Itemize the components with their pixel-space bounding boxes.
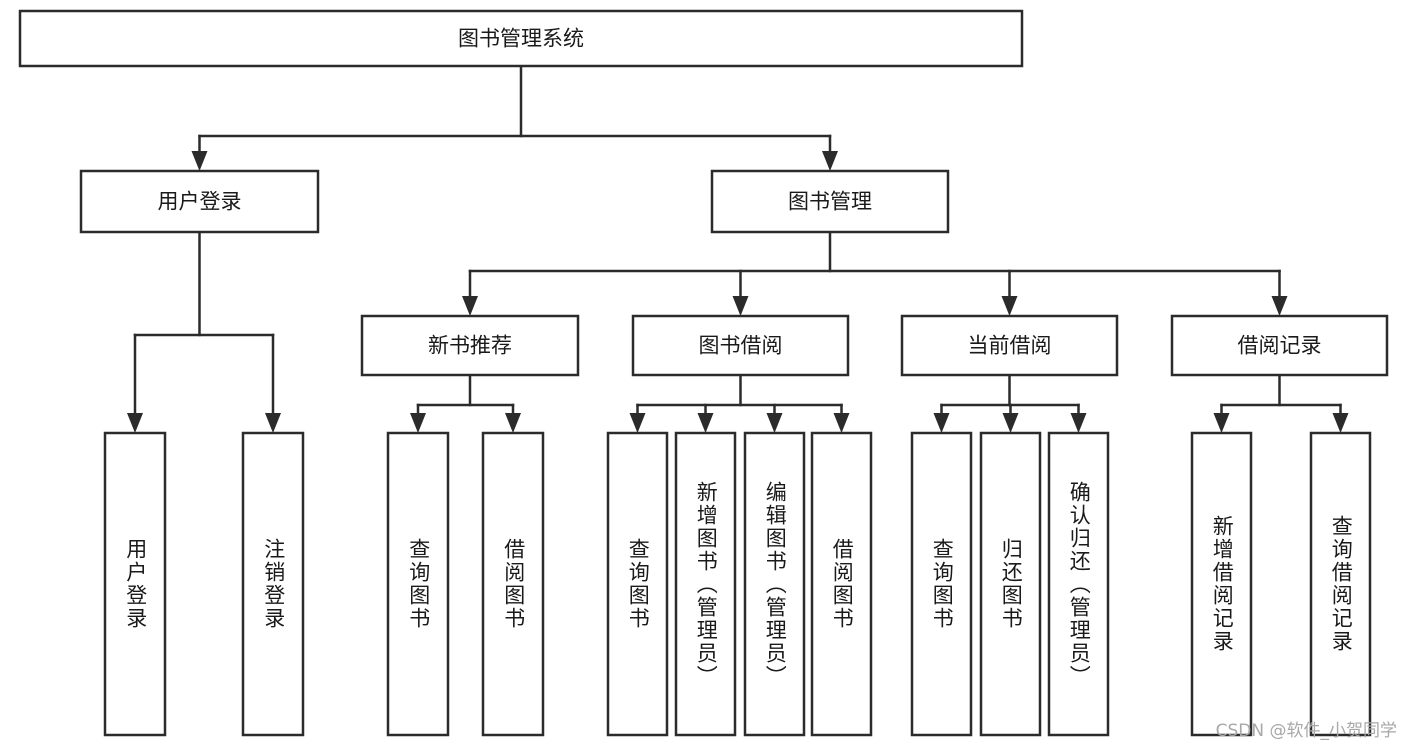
arrow-head-icon (1271, 296, 1288, 316)
arrow-head-icon (1070, 413, 1087, 433)
arrow-head-icon (822, 151, 838, 171)
node-box-leaf-query-book-1[interactable] (386, 431, 450, 737)
node-box-book-borrow[interactable] (631, 314, 850, 377)
arrow-head-icon (410, 413, 426, 433)
node-box-leaf-return-book[interactable] (979, 431, 1042, 737)
arrow-head-icon (1213, 413, 1230, 433)
node-box-leaf-query-book-2[interactable] (606, 431, 669, 737)
node-label-book-borrow: 图书借阅 (699, 334, 783, 358)
arrow-head-icon (265, 413, 281, 433)
node-box-leaf-user-logout[interactable] (241, 431, 305, 737)
node-label-borrow-record: 借阅记录 (1238, 334, 1322, 358)
node-label-new-book-rec: 新书推荐 (428, 334, 512, 358)
node-box-current-borrow[interactable] (900, 314, 1119, 377)
arrow-head-icon (191, 151, 208, 171)
arrow-head-icon (505, 413, 521, 433)
node-box-leaf-add-book[interactable] (674, 431, 737, 737)
arrow-head-icon (1332, 413, 1349, 433)
arrow-head-icon (1002, 413, 1019, 433)
arrow-head-icon (697, 413, 714, 433)
node-box-new-book-rec[interactable] (360, 314, 580, 377)
node-box-book-manage[interactable] (710, 169, 950, 234)
node-label-root: 图书管理系统 (458, 27, 584, 51)
node-label-book-manage: 图书管理 (788, 190, 872, 214)
arrow-head-icon (127, 413, 143, 433)
node-box-leaf-borrow-book-1[interactable] (481, 431, 545, 737)
node-label-current-borrow: 当前借阅 (968, 334, 1052, 358)
arrow-head-icon (629, 413, 646, 433)
connector-layer (127, 64, 1349, 433)
node-box-user-login[interactable] (79, 169, 320, 234)
watermark-text: CSDN @软件_小贺同学 (1215, 721, 1397, 741)
node-box-borrow-record[interactable] (1170, 314, 1389, 377)
arrow-head-icon (732, 296, 749, 316)
node-box-root[interactable] (18, 9, 1024, 68)
node-box-leaf-confirm-return[interactable] (1047, 431, 1110, 737)
arrow-head-icon (833, 413, 850, 433)
box-layer (18, 9, 1389, 737)
arrow-head-icon (462, 296, 478, 316)
node-box-leaf-query-book-3[interactable] (910, 431, 973, 737)
node-box-leaf-add-record[interactable] (1190, 431, 1253, 737)
node-box-leaf-edit-book[interactable] (743, 431, 806, 737)
node-box-leaf-user-login[interactable] (103, 431, 167, 737)
arrow-head-icon (933, 413, 950, 433)
node-box-leaf-borrow-book-2[interactable] (810, 431, 873, 737)
node-label-user-login: 用户登录 (158, 190, 242, 214)
node-box-leaf-query-record[interactable] (1309, 431, 1372, 737)
arrow-head-icon (1001, 296, 1018, 316)
arrow-head-icon (766, 413, 783, 433)
